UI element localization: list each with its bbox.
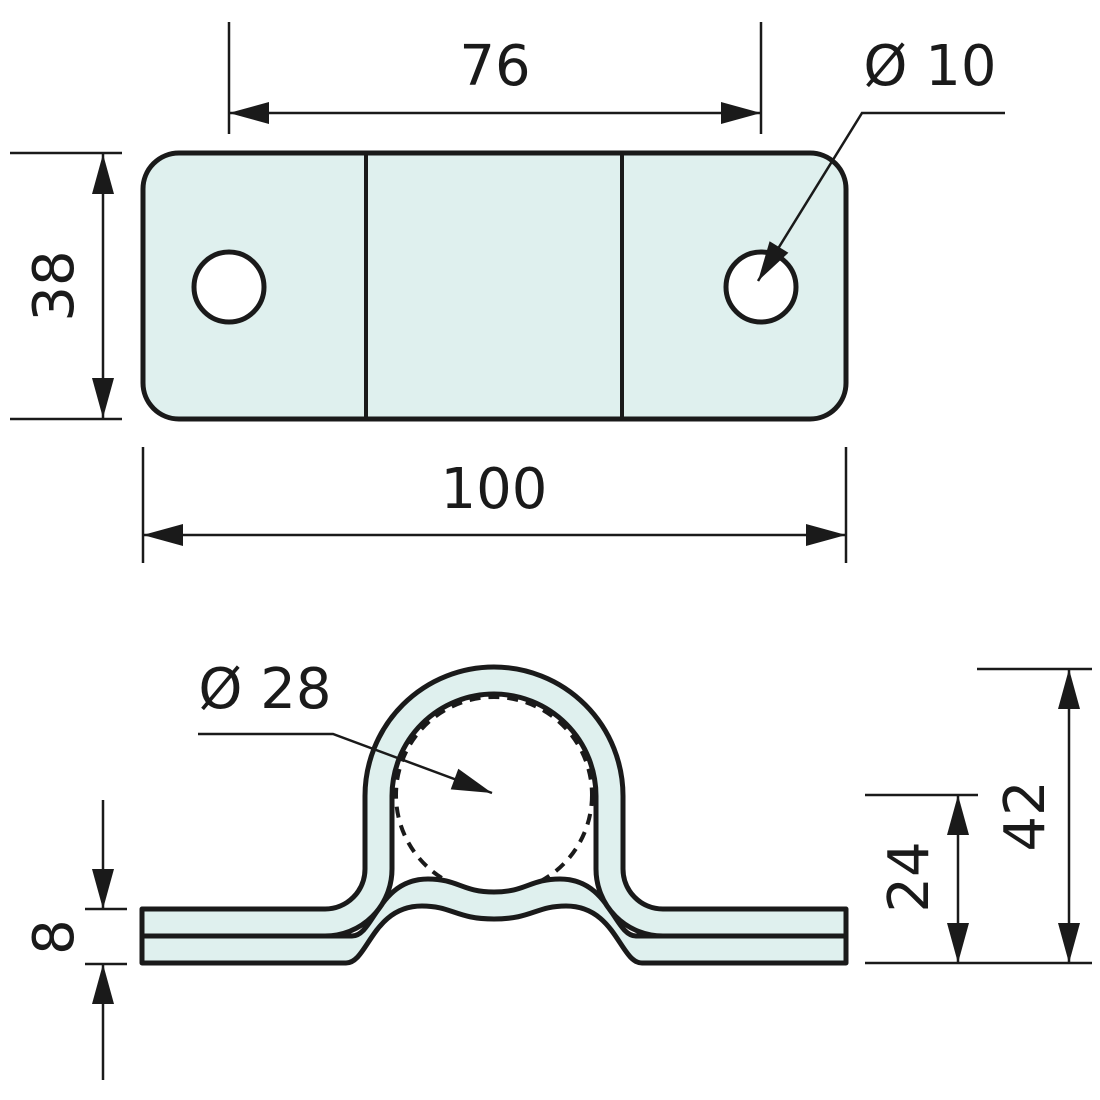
lower-plate-profile <box>139 876 849 966</box>
dim-38-arrow-bottom <box>92 378 114 418</box>
dim-hole-spacing <box>227 22 763 134</box>
leader-hole-diameter-arrow <box>758 241 789 281</box>
pipe-dashed-circle <box>394 695 594 895</box>
mounting-hole-right <box>723 249 799 325</box>
leader-pipe-diameter <box>198 732 493 795</box>
dim-100-arrow-left <box>143 524 183 546</box>
label-plate-width: 38 <box>22 250 87 321</box>
dim-base-thickness <box>85 800 127 1080</box>
label-base-thickness: 8 <box>22 919 87 955</box>
section-view: Ø 28 8 24 42 <box>22 657 1092 1080</box>
dim-76-arrow-right <box>721 102 761 124</box>
dim-100-arrow-right <box>806 524 846 546</box>
label-pipe-diameter: Ø 28 <box>198 657 331 722</box>
dim-8-arrow-bottom <box>92 964 114 1004</box>
dim-42-arrow-top <box>1058 669 1080 709</box>
dim-76-arrow-left <box>229 102 269 124</box>
label-pipe-center-height: 24 <box>877 841 942 912</box>
dim-plate-width <box>10 151 122 421</box>
top-view: 76 38 100 Ø 10 <box>10 22 1005 563</box>
mounting-hole-left <box>191 249 267 325</box>
dim-plate-length <box>141 447 848 563</box>
label-hole-diameter: Ø 10 <box>863 34 996 99</box>
dim-42-arrow-bottom <box>1058 923 1080 963</box>
dim-24-arrow-top <box>947 795 969 835</box>
leader-hole-diameter <box>756 111 1005 282</box>
label-hole-spacing: 76 <box>459 34 530 99</box>
label-overall-height: 42 <box>993 780 1058 851</box>
dim-38-arrow-top <box>92 154 114 194</box>
plate-outline <box>140 150 849 422</box>
dim-overall-height <box>977 667 1092 963</box>
dim-24-arrow-bottom <box>947 923 969 963</box>
label-plate-length: 100 <box>441 457 548 522</box>
leader-pipe-diameter-arrow <box>450 768 492 793</box>
dim-8-arrow-top <box>92 869 114 909</box>
